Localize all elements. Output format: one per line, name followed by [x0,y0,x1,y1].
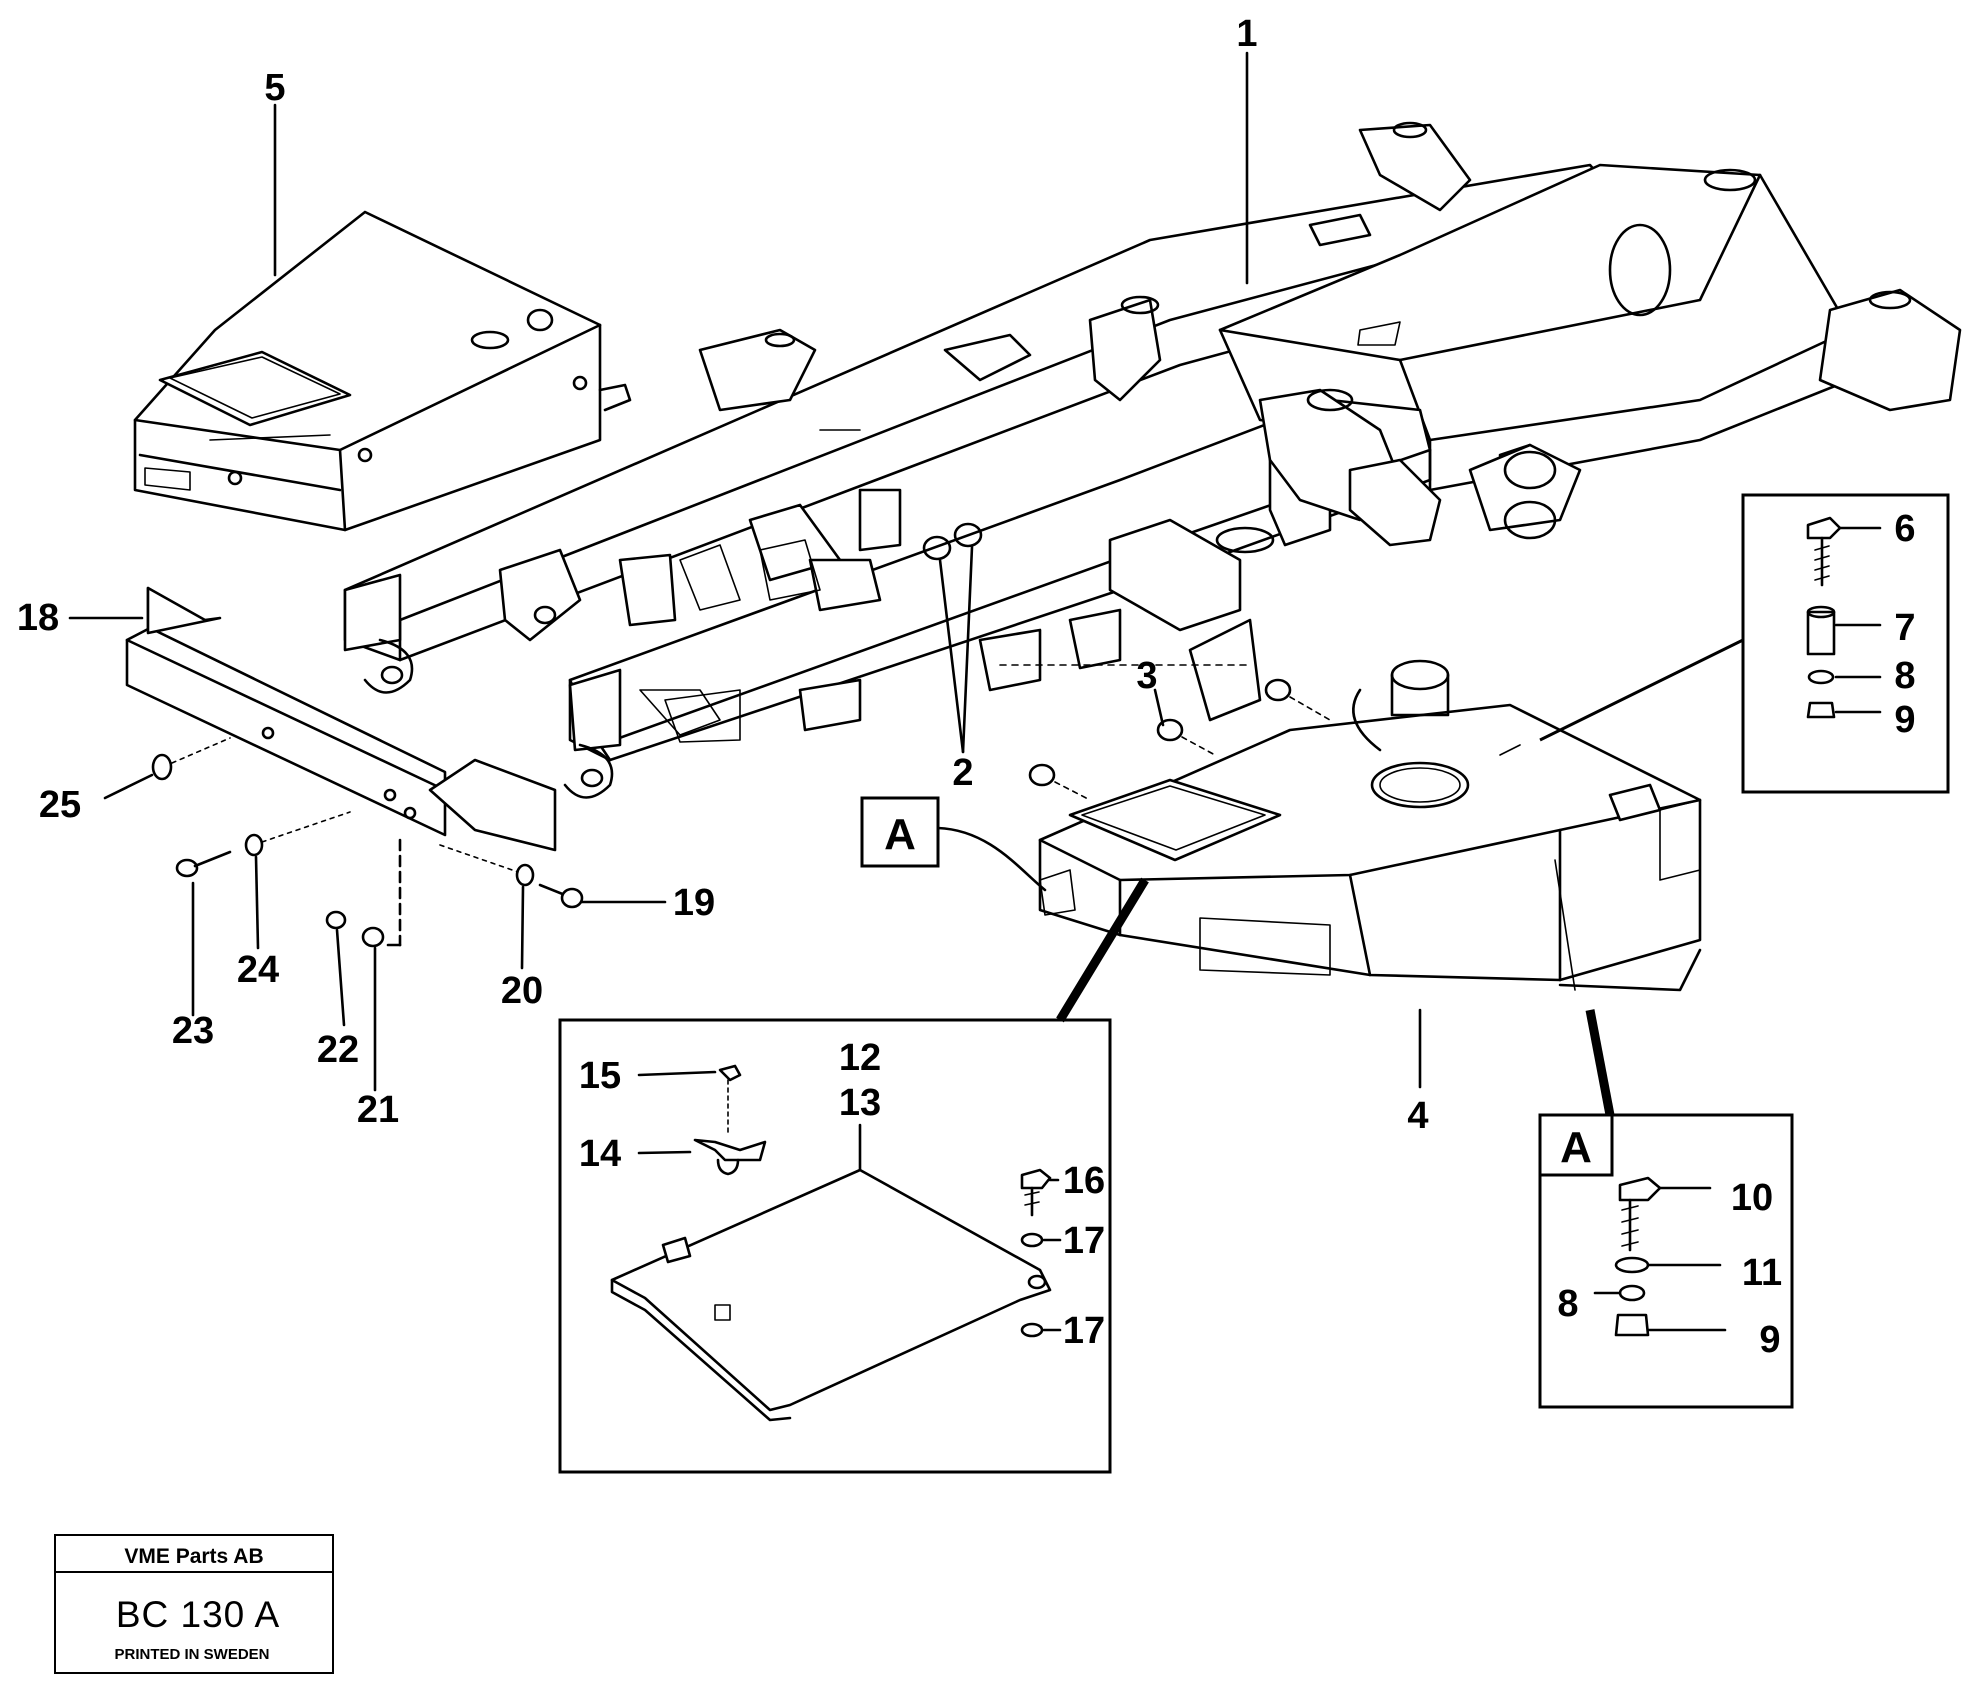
callout-21: 21 [357,1089,399,1131]
callout-12: 12 [839,1037,881,1079]
callout-7: 7 [1894,607,1915,649]
callout-5: 5 [264,67,285,109]
callout-22: 22 [317,1029,359,1071]
callout-14: 14 [579,1133,621,1175]
detail-box-marker-label: A [1560,1123,1592,1172]
callout-15: 15 [579,1055,621,1097]
part-5-front-housing [133,210,632,532]
detail-marker-label: A [884,810,916,859]
detail-box-A-10-11 [1538,1009,1794,1409]
callout-18: 18 [17,597,59,639]
callout-25: 25 [39,784,81,826]
part-2-nuts [922,522,983,561]
callout-17a: 17 [1063,1220,1105,1262]
callout-6: 6 [1894,508,1915,550]
detail-marker-main: A [860,796,940,868]
part-1-main-frame [343,121,1962,799]
callout-8a: 8 [1894,655,1915,697]
callout-2: 2 [952,752,973,794]
title-block-company: VME Parts AB [124,1545,263,1568]
callout-20: 20 [501,970,543,1012]
fasteners-19-25 [151,737,584,948]
detail-box-cover-12-17 [558,877,1149,1474]
callout-9a: 9 [1894,699,1915,741]
title-block-drawing-number: BC 130 A [116,1594,280,1635]
part-4-tank [999,659,1702,992]
detail-box-6-9 [1539,493,1950,794]
part-3-nuts [1028,678,1331,801]
callout-3: 3 [1136,655,1157,697]
callout-23: 23 [172,1010,214,1052]
callout-13: 13 [839,1082,881,1124]
leader-lines [68,51,1422,1092]
callout-10: 10 [1731,1177,1773,1219]
callout-labels: 1 2 3 4 5 6 7 8 9 10 11 8 9 12 13 14 15 … [17,13,1916,1361]
callout-9b: 9 [1759,1319,1780,1361]
title-block: VME Parts AB BC 130 A PRINTED IN SWEDEN [54,1534,334,1674]
callout-24: 24 [237,949,279,991]
callout-8b: 8 [1557,1283,1578,1325]
callout-16: 16 [1063,1160,1105,1202]
title-block-printed: PRINTED IN SWEDEN [114,1646,269,1663]
callout-17b: 17 [1063,1310,1105,1352]
part-18-crossbar [125,586,557,947]
callout-19: 19 [673,882,715,924]
callout-4: 4 [1407,1095,1428,1137]
callout-1: 1 [1236,13,1257,55]
callout-11: 11 [1742,1252,1782,1294]
